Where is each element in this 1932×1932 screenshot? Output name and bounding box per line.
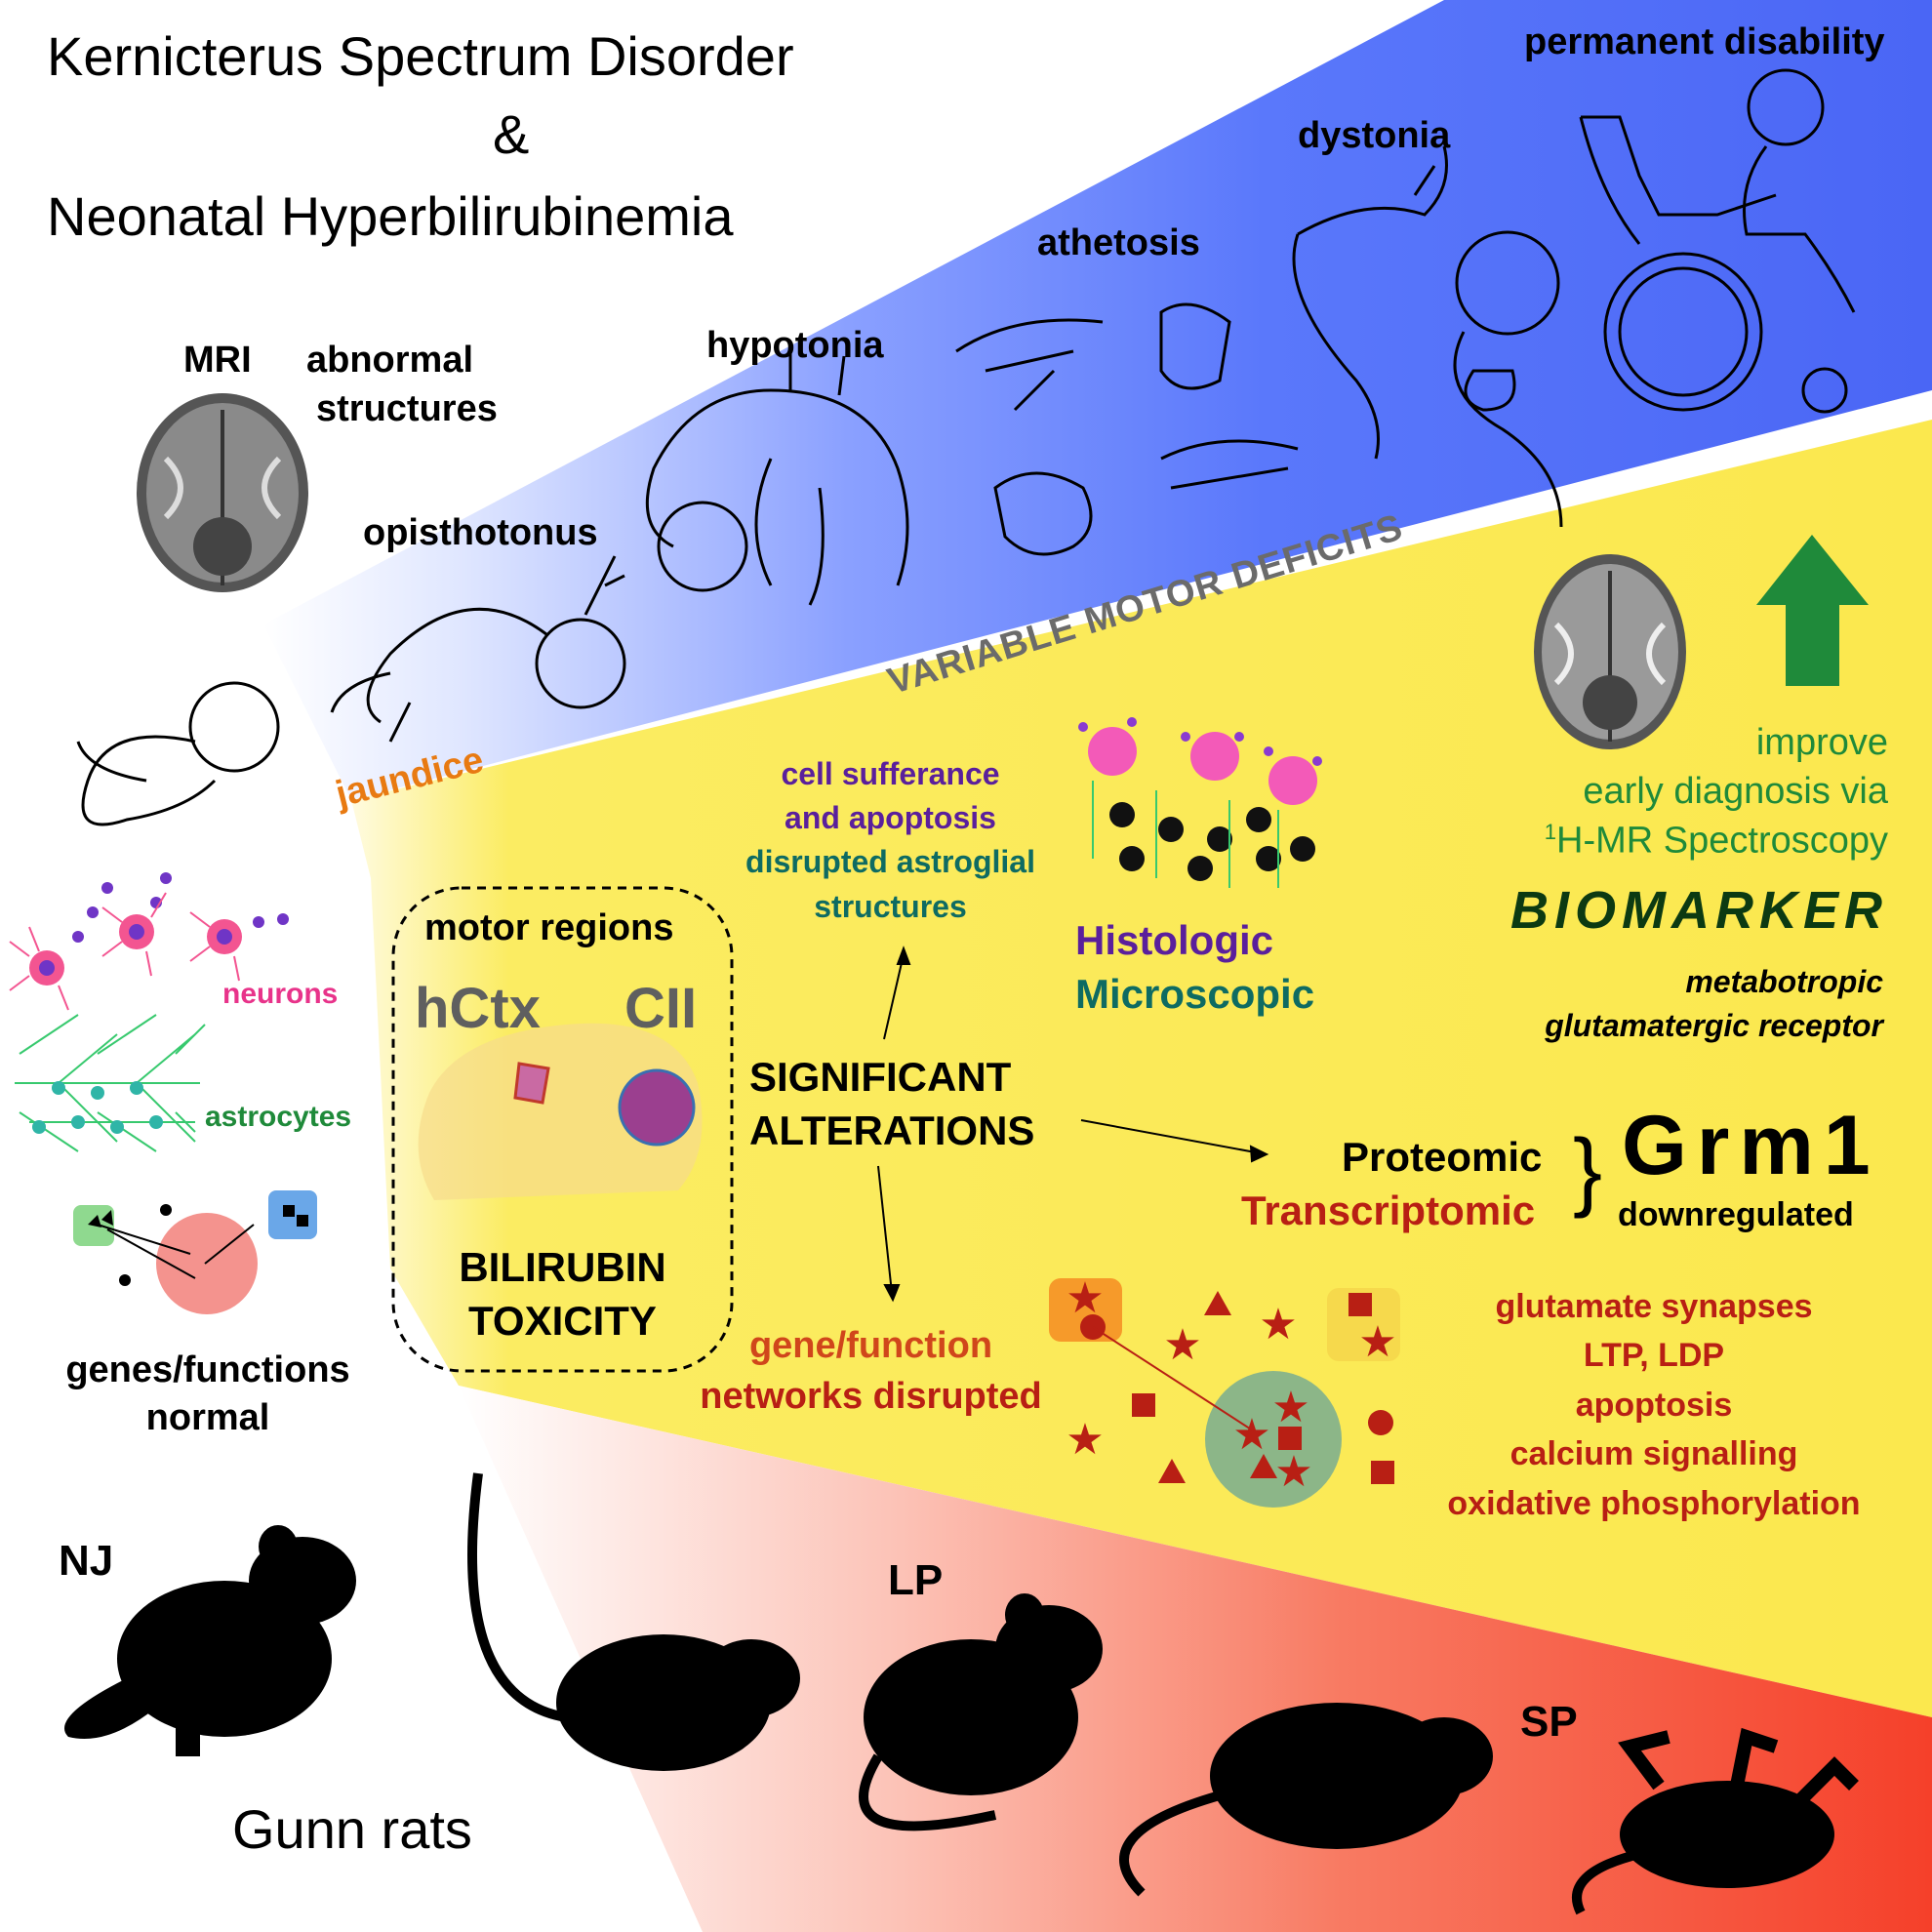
grm1-label: Grm1 xyxy=(1622,1099,1880,1192)
title-line-3: Neonatal Hyperbilirubinemia xyxy=(47,185,734,247)
region-cii: CII xyxy=(624,977,698,1040)
stage-permanent-disability: permanent disability xyxy=(1524,21,1885,62)
rat-sp-1 xyxy=(1119,1703,1493,1897)
structures-label: structures xyxy=(316,388,498,429)
rat-silhouettes xyxy=(64,1472,1859,1915)
stage-dystonia: dystonia xyxy=(1298,115,1451,156)
downregulated-label: downregulated xyxy=(1618,1196,1854,1233)
alterations-label: ALTERATIONS xyxy=(749,1107,1035,1153)
normal-network-icon xyxy=(73,1190,317,1314)
stage-athetosis: athetosis xyxy=(1037,222,1200,263)
histology-text-4: structures xyxy=(814,889,967,924)
rat-sp-2 xyxy=(1572,1727,1859,1915)
mri-label: MRI xyxy=(183,340,252,381)
gene-networks-line-1: gene/function xyxy=(748,1325,993,1366)
spectroscopy-text: H-MR Spectroscopy xyxy=(1556,820,1888,862)
spectroscopy-superscript: 1 xyxy=(1544,820,1557,844)
title-line-1: Kernicterus Spectrum Disorder xyxy=(47,25,794,87)
biomarker-title: BIOMARKER xyxy=(1510,881,1888,940)
svg-text:★: ★ xyxy=(1259,1300,1297,1349)
toxicity-label: TOXICITY xyxy=(468,1298,657,1344)
microscopic-label: Microscopic xyxy=(1075,971,1315,1017)
genes-normal-line-1: genes/functions xyxy=(65,1349,350,1390)
motor-regions-heading: motor regions xyxy=(424,907,674,948)
biomarker-improve: improve xyxy=(1755,722,1888,763)
red-wedge xyxy=(459,1386,1932,1932)
athetosis-hands-icon xyxy=(955,302,1299,556)
stage-opisthotonus: opisthotonus xyxy=(363,512,598,553)
svg-text:★: ★ xyxy=(1274,1447,1312,1497)
rat-lp-1 xyxy=(467,1472,800,1771)
rat-label-nj: NJ xyxy=(59,1537,114,1585)
significant-label: SIGNIFICANT xyxy=(749,1054,1012,1100)
rat-nj xyxy=(64,1525,356,1756)
histology-text-1: cell sufferance xyxy=(781,756,1000,791)
biomarker-spectroscopy: 1H-MR Spectroscopy xyxy=(1366,820,1888,863)
astrocytes-label: astrocytes xyxy=(205,1101,352,1133)
abnormal-label: abnormal xyxy=(306,340,474,381)
proteomic-label: Proteomic xyxy=(1342,1134,1543,1180)
omics-brace: } xyxy=(1573,1122,1603,1220)
hypotonia-icon xyxy=(645,351,909,606)
wheelchair-icon xyxy=(1579,68,1856,414)
sagittal-brain-icon xyxy=(418,1023,703,1200)
pathway-item: calcium signalling xyxy=(1509,1435,1798,1472)
improve-arrow-icon xyxy=(1756,535,1869,686)
biomarker-early-diagnosis: early diagnosis via xyxy=(1583,771,1888,812)
pathway-item: apoptosis xyxy=(1575,1387,1733,1424)
bilirubin-label: BILIRUBIN xyxy=(459,1244,666,1290)
opisthotonus-icon xyxy=(330,555,626,743)
histology-text-2: and apoptosis xyxy=(785,800,996,835)
svg-text:★: ★ xyxy=(1358,1317,1396,1367)
histologic-label: Histologic xyxy=(1075,917,1274,963)
gene-networks-line-2: networks disrupted xyxy=(700,1376,1042,1417)
blue-wedge xyxy=(263,0,1932,800)
biomarker-desc-2: glutamatergic receptor xyxy=(1545,1008,1883,1043)
svg-text:★: ★ xyxy=(1232,1410,1270,1460)
rat-label-sp: SP xyxy=(1520,1698,1578,1746)
rat-lp-2 xyxy=(859,1593,1103,1831)
svg-text:★: ★ xyxy=(1066,1273,1104,1323)
disrupted-network-icon: ★ ★ ★ ★ ★ ★ ★ ★ xyxy=(1049,1273,1400,1508)
pathway-item: LTP, LDP xyxy=(1583,1337,1725,1374)
yellow-wedge xyxy=(351,420,1932,1717)
title-line-2: & xyxy=(493,103,530,165)
stage-hypotonia: hypotonia xyxy=(706,325,884,366)
gunn-rats-caption: Gunn rats xyxy=(232,1798,472,1860)
dystonia-icon xyxy=(1292,145,1563,528)
biomarker-mri-icon xyxy=(1534,554,1686,749)
svg-text:★: ★ xyxy=(1066,1415,1104,1465)
pathway-item: glutamate synapses xyxy=(1495,1288,1813,1325)
transcriptomic-label: Transcriptomic xyxy=(1241,1187,1536,1233)
histology-icon xyxy=(1078,717,1322,888)
region-hctx: hCtx xyxy=(415,977,541,1040)
svg-text:★: ★ xyxy=(1271,1383,1309,1432)
biomarker-desc-1: metabotropic xyxy=(1685,964,1883,999)
histology-text-3: disrupted astroglial xyxy=(745,844,1035,879)
mri-brain-icon xyxy=(137,393,308,592)
fetus-icon xyxy=(76,681,280,826)
pathway-item: oxidative phosphorylation xyxy=(1447,1485,1861,1522)
genes-normal-line-2: normal xyxy=(145,1397,270,1438)
svg-text:★: ★ xyxy=(1163,1320,1201,1370)
rat-label-lp: LP xyxy=(888,1556,944,1604)
astrocyte-icons xyxy=(15,1014,206,1152)
arrows xyxy=(877,946,1269,1303)
neuron-icons xyxy=(9,872,289,1011)
motor-regions-box xyxy=(391,886,734,1373)
neurons-label: neurons xyxy=(222,978,339,1010)
